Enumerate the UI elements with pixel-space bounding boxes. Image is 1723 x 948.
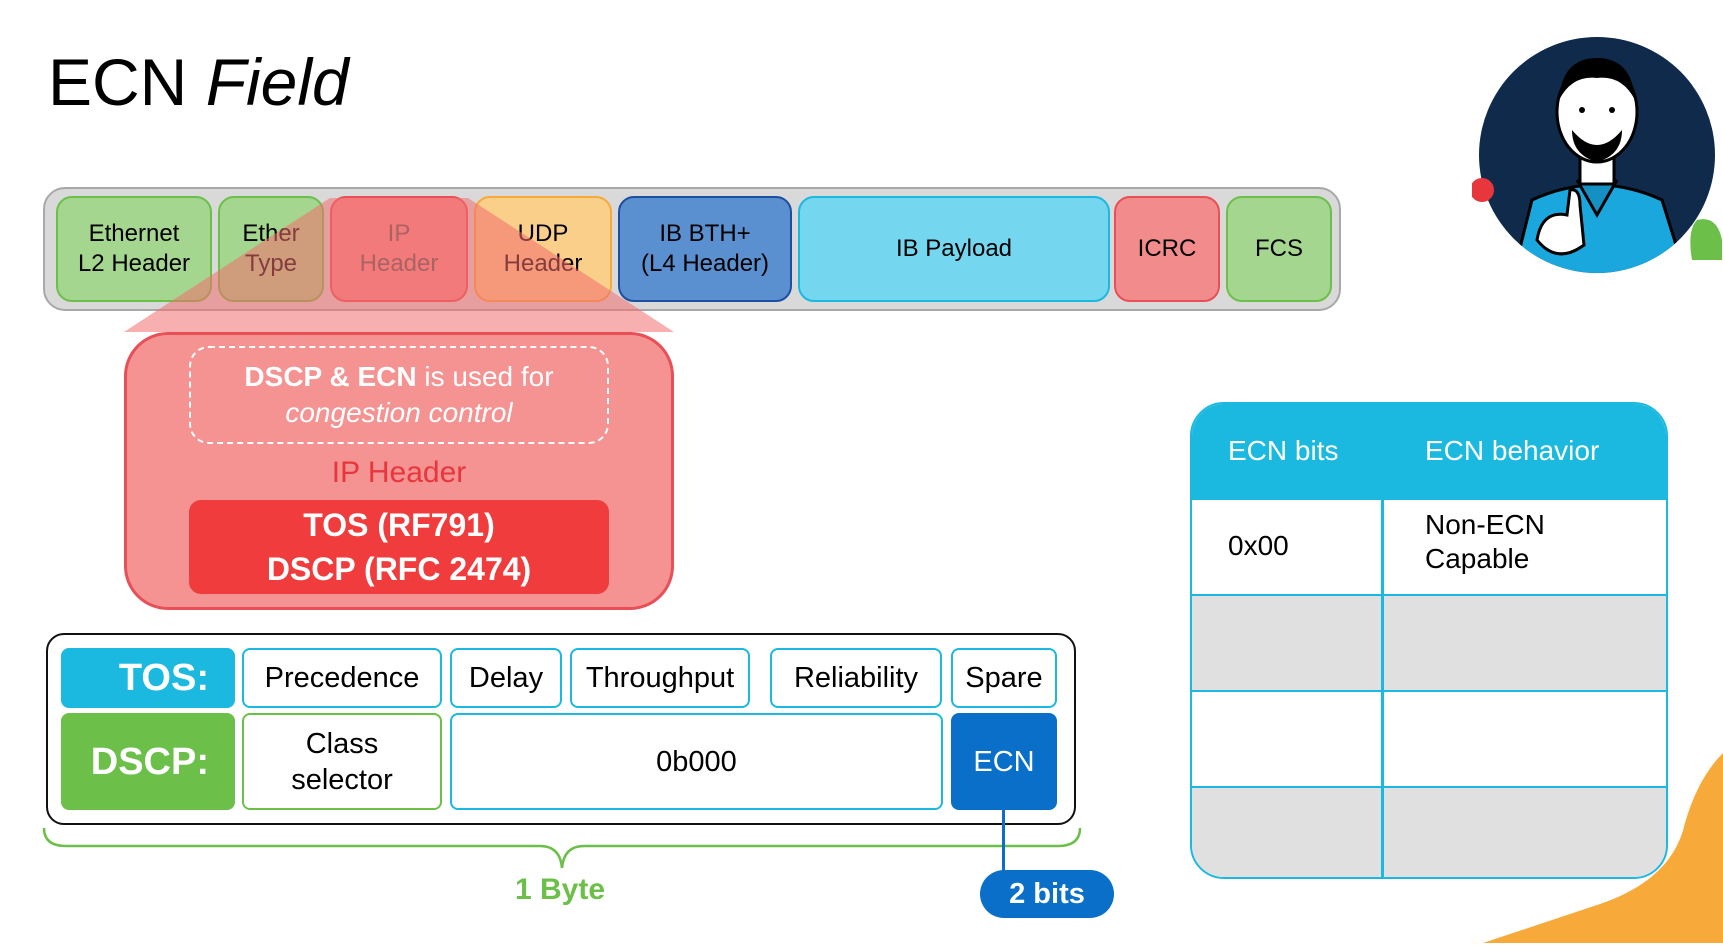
tos-precedence: Precedence	[242, 648, 442, 708]
dscp-value: 0b000	[450, 713, 943, 810]
segment-ip-header: IP Header	[330, 196, 468, 302]
column-divider	[1381, 498, 1384, 877]
title-main: ECN	[48, 45, 188, 119]
segment-ib-payload: IB Payload	[798, 196, 1110, 302]
header-ecn-behavior: ECN behavior	[1425, 435, 1600, 466]
tos-reliability: Reliability	[770, 648, 942, 708]
dscp-ecn: ECN	[951, 713, 1057, 810]
dscp-row-label: DSCP:	[61, 713, 235, 810]
segment-udp-header: UDP Header	[474, 196, 612, 302]
table-header	[1192, 404, 1666, 498]
tos-dscp-box: TOS (RF791) DSCP (RFC 2474)	[189, 500, 609, 594]
dscp-rfc-label: DSCP (RFC 2474)	[266, 551, 532, 587]
dscp-class-selector: Class selector	[242, 713, 442, 810]
tos-rfc-label: TOS (RF791)	[303, 507, 495, 543]
tos-throughput: Throughput	[570, 648, 750, 708]
segment-ether-type: Ether Type	[218, 196, 324, 302]
segment-icrc: ICRC	[1114, 196, 1220, 302]
one-byte-label: 1 Byte	[514, 873, 606, 906]
tos-row-label: TOS:	[61, 648, 235, 708]
header-ecn-bits: ECN bits	[1228, 435, 1339, 466]
ecn-connector-line	[1002, 810, 1005, 876]
segment-fcs: FCS	[1226, 196, 1332, 302]
table-row	[1192, 594, 1666, 690]
ip-header-label: IP Header	[331, 456, 467, 489]
page-title: ECN Field	[48, 44, 349, 120]
corner-decoration	[1423, 753, 1723, 943]
table-row	[1192, 786, 1666, 877]
table-row	[1192, 498, 1666, 594]
presenter-avatar	[1470, 30, 1722, 280]
table-row	[1192, 690, 1666, 786]
cell-ecn-bits: 0x00	[1228, 530, 1289, 561]
segment-ethernet-l2-header: Ethernet L2 Header	[56, 196, 212, 302]
cell-ecn-behavior: Non-ECN Capable	[1425, 509, 1545, 574]
congestion-control-note: DSCP & ECN is used for congestion contro…	[189, 346, 609, 444]
byte-brace	[42, 827, 1082, 869]
two-bits-badge: 2 bits	[980, 870, 1114, 918]
byte-field-frame	[46, 633, 1076, 825]
tos-spare: Spare	[951, 648, 1057, 708]
segment-ib-bth: IB BTH+ (L4 Header)	[618, 196, 792, 302]
tos-delay: Delay	[450, 648, 562, 708]
ecn-behavior-table: ECN bits ECN behavior 0x00 Non-ECN Capab…	[1190, 402, 1668, 879]
title-italic: Field	[205, 45, 349, 119]
